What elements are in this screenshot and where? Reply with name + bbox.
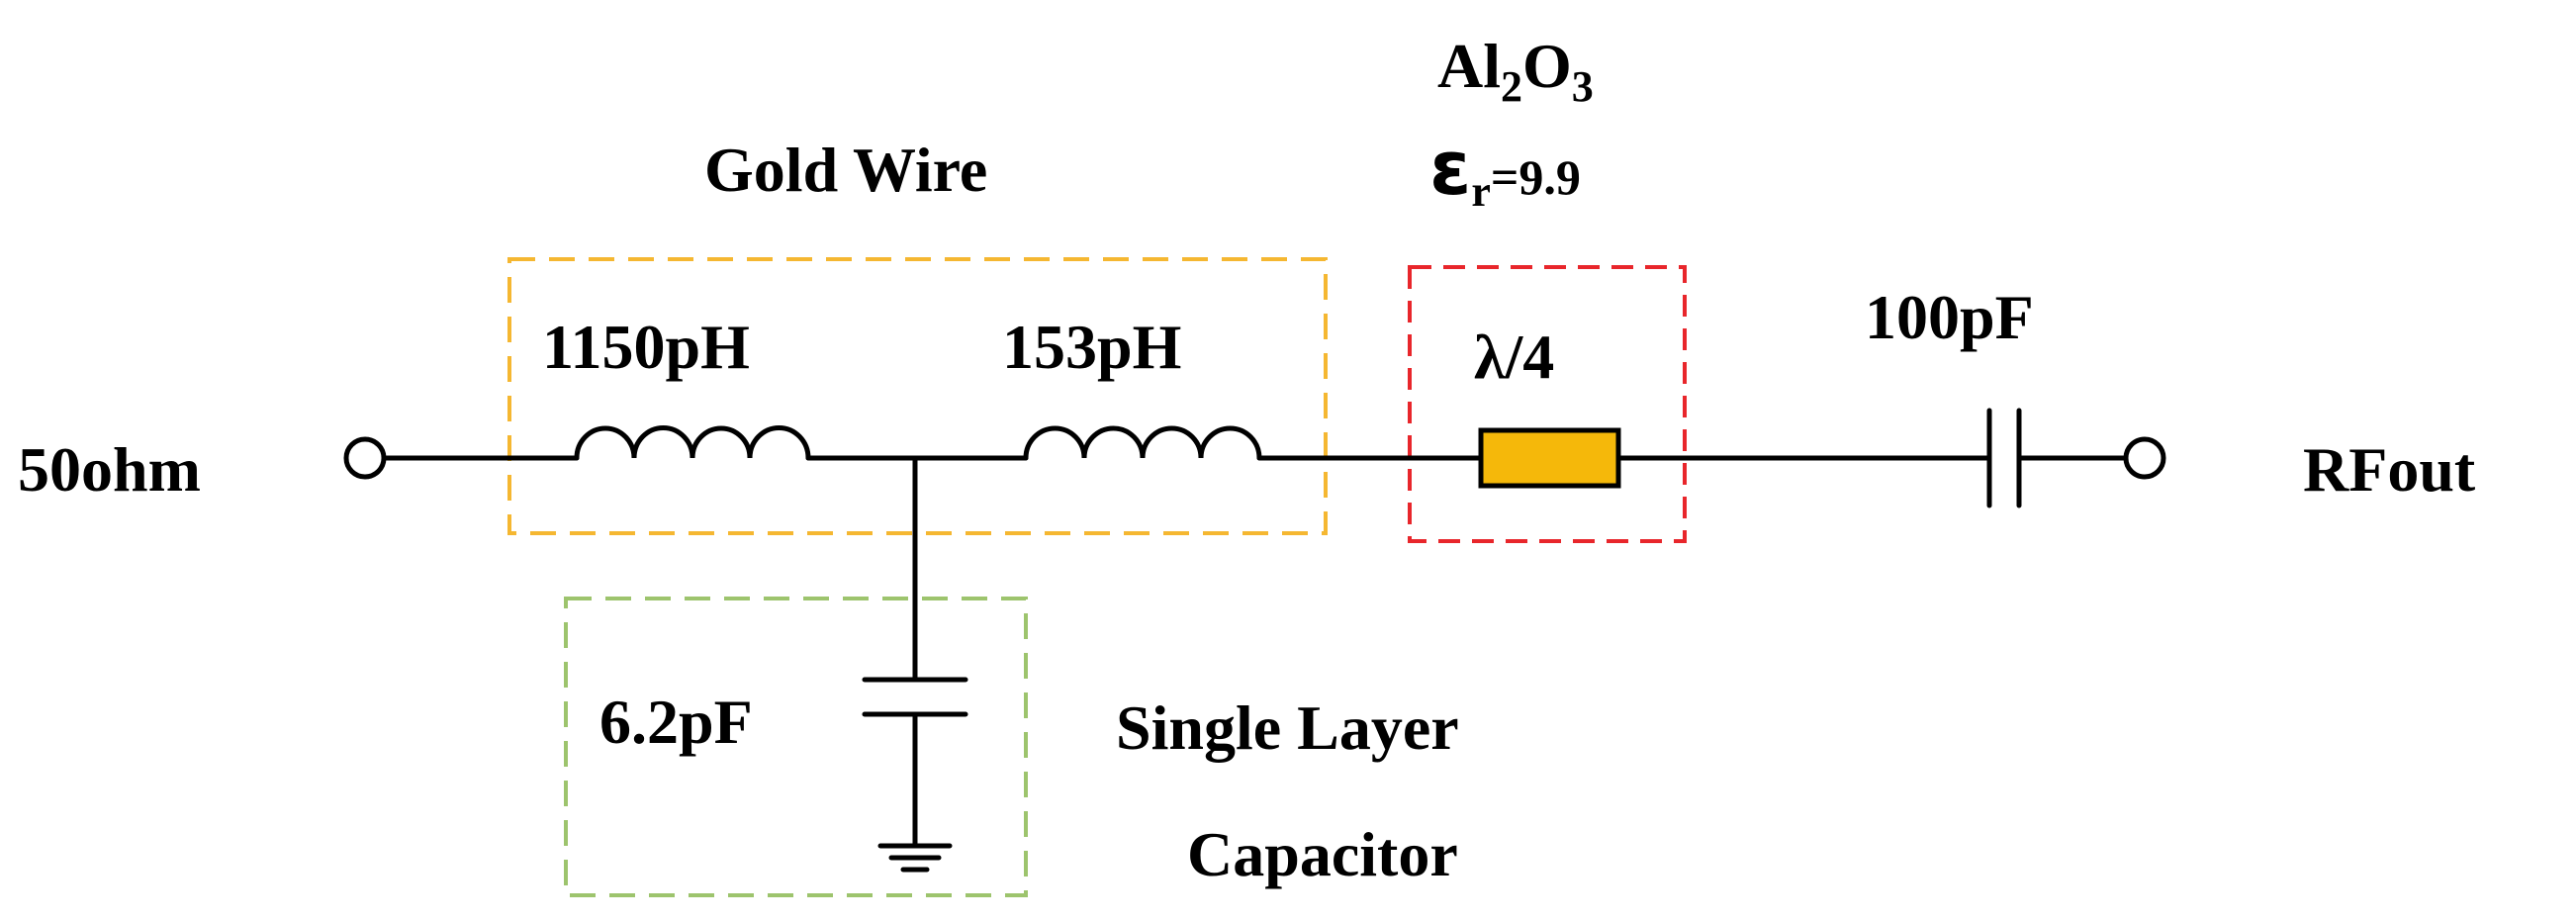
gold-wire-box: [507, 257, 1328, 535]
slc-label-line1: Single Layer: [1116, 692, 1459, 763]
permittivity-symbol: ε: [1429, 124, 1471, 212]
input-port-terminal: [343, 436, 387, 480]
shunt-capacitor-label: 6.2pF: [599, 687, 753, 757]
transmission-line-label: λ/4: [1474, 322, 1554, 392]
transmission-line-symbol: [1478, 427, 1621, 489]
substrate-material-sub2: 3: [1572, 62, 1594, 111]
substrate-material-base: Al: [1437, 31, 1501, 101]
substrate-material-mid: O: [1522, 31, 1572, 101]
inductor-1-label: 1150pH: [542, 312, 750, 382]
output-capacitor-label: 100pF: [1865, 282, 2034, 352]
permittivity-value: =9.9: [1491, 149, 1581, 205]
slc-label-line2: Capacitor: [1187, 819, 1458, 889]
substrate-material-sub1: 2: [1501, 62, 1522, 111]
input-port-label: 50ohm: [18, 434, 201, 505]
alumina-box: [1408, 265, 1687, 543]
ground-symbol: [877, 843, 953, 873]
permittivity-subscript: r: [1471, 167, 1491, 216]
substrate-material-label: Al2O3: [1437, 31, 1594, 111]
output-port-terminal: [2123, 436, 2166, 480]
slc-box: [564, 597, 1028, 897]
inductor-1-symbol: [574, 425, 811, 461]
inductor-2-label: 153pH: [1002, 312, 1181, 382]
output-port-label: RFout: [2303, 434, 2476, 505]
gold-wire-label: Gold Wire: [704, 135, 987, 205]
inductor-2-symbol: [1023, 425, 1262, 461]
permittivity-label: εr=9.9: [1429, 124, 1581, 216]
